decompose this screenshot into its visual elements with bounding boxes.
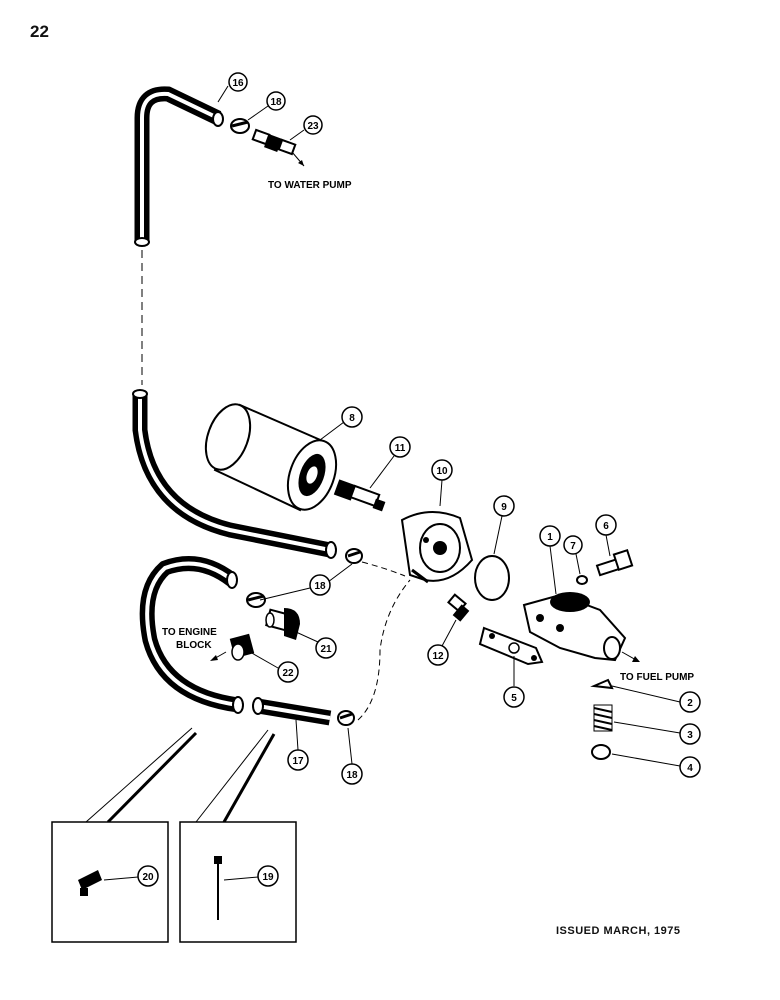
o-ring: [474, 555, 510, 601]
short-hose: [252, 697, 332, 726]
elbow-fitting: [265, 608, 300, 640]
lower-hose-long: [132, 389, 337, 559]
water-pump-label: TO WATER PUMP: [268, 180, 352, 191]
svg-text:10: 10: [436, 466, 448, 477]
callout-7: 7: [563, 535, 583, 575]
svg-text:16: 16: [232, 78, 244, 89]
issued-date: ISSUED MARCH, 1975: [556, 925, 681, 937]
svg-text:3: 3: [687, 730, 693, 741]
hose-clamp-lower: [337, 710, 355, 726]
hose-clamp-mid: [345, 548, 363, 564]
callout-17: 17: [287, 719, 309, 771]
curved-hose: [139, 556, 244, 714]
svg-text:2: 2: [687, 698, 693, 709]
callout-18-upper: 18: [247, 91, 286, 121]
callout-12: 12: [427, 619, 457, 666]
engine-label-line1: TO ENGINE: [162, 627, 217, 638]
engine-block-adapter: [210, 633, 255, 661]
inset-leaders: [85, 727, 276, 824]
callout-21: 21: [295, 631, 337, 659]
hose-clamp-left: [246, 592, 266, 608]
svg-text:23: 23: [307, 121, 319, 132]
cap: [591, 744, 611, 760]
callout-11: 11: [369, 436, 411, 489]
callout-9: 9: [493, 495, 515, 555]
callout-5: 5: [503, 656, 525, 708]
valve-seat: [590, 678, 614, 690]
svg-text:19: 19: [262, 872, 274, 883]
callout-16: 16: [217, 72, 248, 103]
filter-stud: [333, 479, 386, 512]
svg-text:12: 12: [432, 651, 444, 662]
svg-text:8: 8: [349, 413, 355, 424]
oil-filter: [204, 403, 338, 512]
svg-text:5: 5: [511, 693, 517, 704]
callout-3: 3: [613, 721, 701, 745]
svg-text:17: 17: [292, 756, 304, 767]
svg-text:9: 9: [501, 502, 507, 513]
callout-22: 22: [249, 651, 299, 683]
small-fitting: [447, 593, 470, 622]
fuel-pump-label: TO FUEL PUMP: [620, 672, 694, 683]
svg-text:18: 18: [270, 97, 282, 108]
callout-10: 10: [431, 459, 453, 507]
svg-text:22: 22: [282, 668, 294, 679]
svg-text:1: 1: [547, 532, 553, 543]
engine-label-line2: BLOCK: [176, 640, 212, 651]
callout-23: 23: [289, 115, 323, 141]
upper-hose: [134, 86, 224, 247]
hose-fitting: [251, 128, 305, 167]
callout-1: 1: [539, 525, 561, 595]
callout-8: 8: [319, 406, 363, 441]
svg-text:11: 11: [395, 443, 406, 454]
svg-text:18: 18: [314, 581, 326, 592]
inset-box-tie: [179, 821, 297, 943]
callout-6: 6: [595, 514, 617, 557]
svg-text:4: 4: [687, 763, 693, 774]
bolt: [595, 548, 634, 577]
washer: [576, 575, 588, 585]
svg-text:20: 20: [142, 872, 154, 883]
callout-18-lower: 18: [341, 727, 363, 785]
spring: [593, 704, 613, 732]
callout-4: 4: [611, 753, 701, 778]
callout-20: 20: [103, 865, 159, 887]
gasket: [478, 626, 544, 666]
hose-clamp-upper: [230, 118, 250, 134]
svg-text:7: 7: [570, 541, 576, 552]
svg-text:6: 6: [603, 521, 609, 532]
valve-body: [522, 592, 640, 662]
callout-19: 19: [223, 865, 279, 887]
callout-18-mid: 18: [309, 563, 353, 596]
filter-head: [400, 511, 474, 584]
page-number: 22: [30, 22, 49, 41]
callout-2: 2: [611, 685, 701, 713]
svg-text:18: 18: [346, 770, 358, 781]
svg-text:21: 21: [320, 644, 332, 655]
